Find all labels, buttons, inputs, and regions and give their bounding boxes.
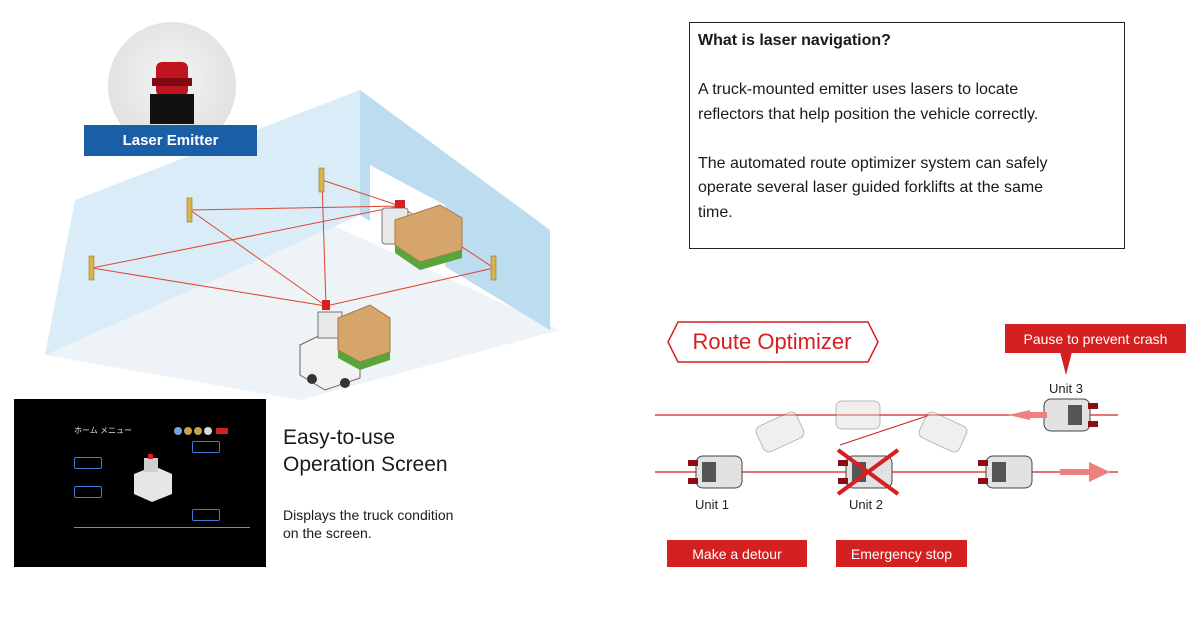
- unit1-action-label: Make a detour: [667, 540, 807, 567]
- unit3-label: Unit 3: [1049, 381, 1083, 396]
- screen-title: ホーム メニュー: [74, 426, 132, 435]
- warehouse-floor: [45, 210, 560, 400]
- forklift-front: [299, 300, 391, 391]
- warehouse-illustration: [45, 90, 560, 400]
- detour-ghosts: [755, 400, 968, 453]
- info-para1-line1: A truck-mounted emitter uses lasers to l…: [698, 81, 1019, 98]
- laser-emitter-icon: [150, 62, 194, 124]
- unit2-forklift: [836, 448, 900, 496]
- arrow-left-icon: [1008, 410, 1030, 420]
- info-para1-line2: reflectors that help position the vehicl…: [698, 105, 1039, 123]
- reflector: [186, 197, 193, 223]
- route-optimizer-badge: [667, 321, 879, 363]
- unit3-action-label: Pause to prevent crash: [1005, 324, 1186, 353]
- reflector: [318, 167, 325, 193]
- operation-screen-image: ホーム メニュー: [14, 399, 266, 567]
- unit1-forklift: [688, 455, 743, 489]
- detour-path: [839, 414, 931, 446]
- forklift-back: [381, 200, 463, 270]
- info-question: What is laser navigation?: [698, 32, 891, 49]
- laser-navigation-info-box: What is laser navigation? A truck-mounte…: [689, 22, 1125, 249]
- screen-button: [74, 457, 102, 469]
- unit1-label: Unit 1: [695, 497, 729, 512]
- route-optimizer-title: Route Optimizer: [692, 329, 852, 354]
- unit2-action-label: Emergency stop: [836, 540, 967, 567]
- operation-screen-title: Easy-to-use Operation Screen: [283, 424, 448, 478]
- screen-button: [192, 441, 220, 453]
- reflectors: [88, 167, 497, 281]
- screen-button: [192, 509, 220, 521]
- operation-screen-description: Displays the truck condition on the scre…: [283, 506, 453, 542]
- reflector: [490, 255, 497, 281]
- arrow-right-icon: [1060, 469, 1090, 475]
- status-icons: [174, 427, 228, 435]
- left-wall: [45, 90, 360, 355]
- laser-emitter-label: Laser Emitter: [84, 125, 257, 156]
- info-para2-line3: time.: [698, 203, 733, 221]
- operation-screen-title-line1: Easy-to-use: [283, 426, 396, 449]
- info-para2-line1: The automated route optimizer system can…: [698, 154, 1048, 172]
- moving-forklift: [978, 455, 1033, 489]
- unit2-label: Unit 2: [849, 497, 883, 512]
- operation-screen-title-line2: Operation Screen: [283, 453, 448, 476]
- screen-divider: [74, 527, 250, 528]
- screen-button: [74, 486, 102, 498]
- reflector: [88, 255, 95, 281]
- operation-screen-description-line1: Displays the truck condition: [283, 507, 454, 523]
- info-para2-line2: operate several laser guided forklifts a…: [698, 179, 1044, 196]
- truck-3d-icon: [134, 454, 172, 502]
- right-wall: [360, 90, 550, 330]
- operation-screen-description-line2: on the screen.: [283, 525, 372, 541]
- route-optimizer-diagram: [655, 321, 1118, 496]
- unit3-forklift: [1043, 398, 1098, 432]
- pause-callout-pointer: [1060, 352, 1072, 375]
